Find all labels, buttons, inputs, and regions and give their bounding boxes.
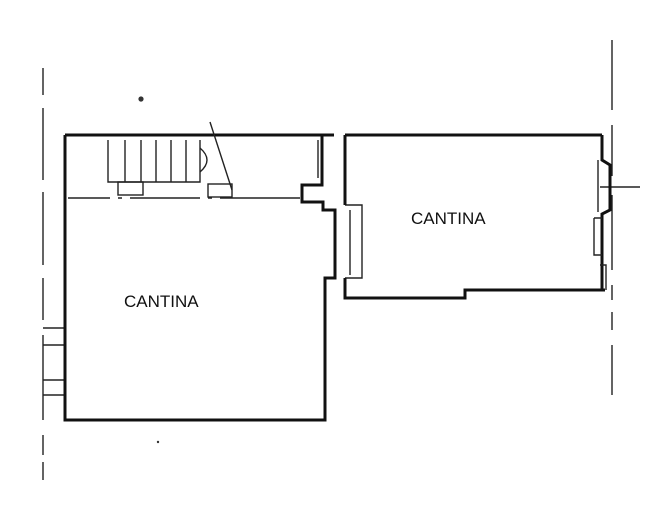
dot-mark bbox=[156, 440, 160, 444]
left-room-walls bbox=[63, 133, 337, 422]
survey-mark bbox=[138, 96, 144, 102]
staircase bbox=[107, 121, 233, 198]
passage bbox=[345, 204, 363, 279]
right-room-walls bbox=[343, 133, 612, 300]
room-label-left: CANTINA bbox=[124, 292, 199, 311]
room-label-right: CANTINA bbox=[411, 209, 486, 228]
left-boundary-line bbox=[42, 68, 65, 480]
right-boundary-line bbox=[600, 40, 640, 395]
